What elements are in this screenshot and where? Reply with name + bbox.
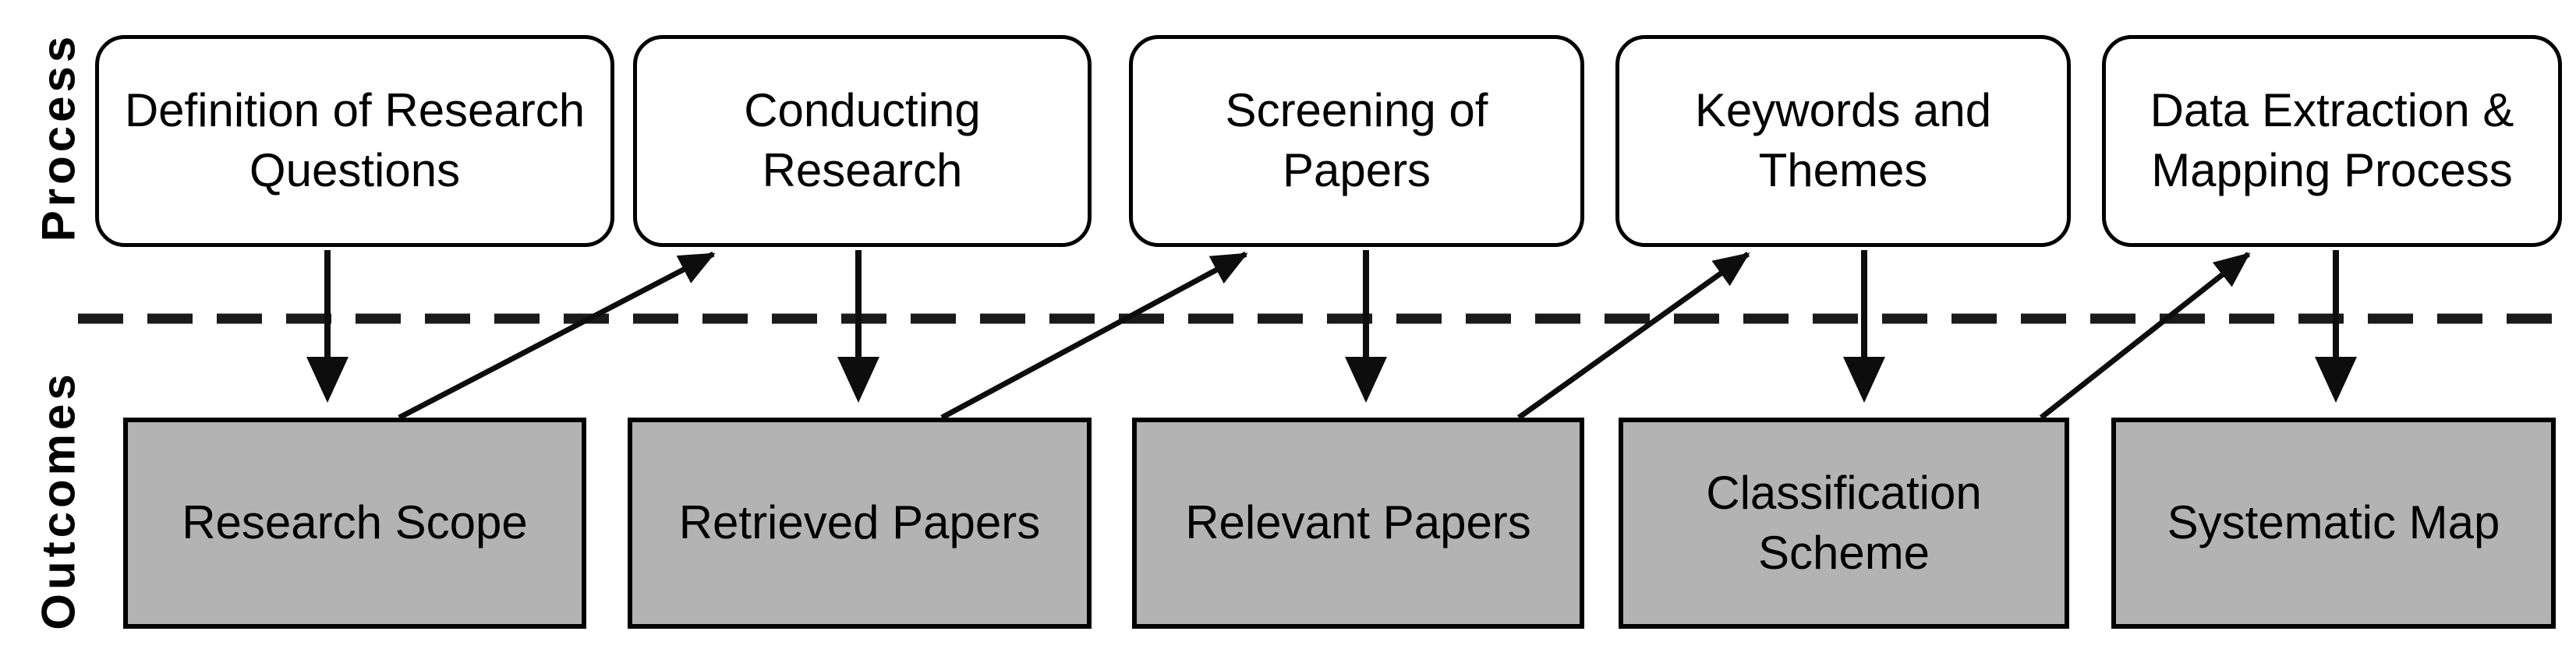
- outcome-box-label-line: Retrieved Papers: [678, 496, 1041, 549]
- outcome-box-label-line: Classification: [1706, 466, 1982, 519]
- outcome-box-systematic-map: Systematic Map: [2111, 418, 2556, 629]
- process-box-label-line: Mapping Process: [2151, 144, 2513, 196]
- diagonal-arrow-1: [398, 251, 716, 421]
- process-box-label-line: Screening of: [1225, 84, 1488, 137]
- process-box-label-line: Data Extraction &: [2150, 84, 2514, 137]
- outcome-box-classification-scheme: Classification Scheme: [1619, 418, 2069, 629]
- outcomes-axis-label: Outcomes: [32, 370, 85, 630]
- process-box-label-line: Questions: [249, 144, 461, 196]
- process-box-definition-of-research-questions: Definition of Research Questions: [95, 35, 614, 247]
- process-box-label-line: Definition of Research: [124, 84, 586, 137]
- process-box-screening-of-papers: Screening of Papers: [1129, 35, 1584, 247]
- process-box-label-line: Keywords and: [1694, 84, 1992, 137]
- down-arrow-1: [306, 250, 349, 403]
- outcome-box-relevant-papers: Relevant Papers: [1132, 418, 1584, 629]
- diagonal-arrow-2: [940, 251, 1248, 421]
- outcome-box-research-scope: Research Scope: [123, 418, 586, 629]
- process-box-label-line: Research: [762, 144, 963, 196]
- process-axis-label: Process: [32, 32, 85, 242]
- down-arrow-4: [1843, 250, 1885, 403]
- process-box-conducting-research: Conducting Research: [633, 35, 1092, 247]
- down-arrow-3: [1345, 250, 1387, 403]
- diagonal-arrow-4: [2039, 252, 2251, 420]
- outcome-box-label-line: Research Scope: [182, 496, 528, 549]
- process-box-keywords-and-themes: Keywords and Themes: [1615, 35, 2071, 247]
- process-box-label-line: Themes: [1758, 144, 1928, 196]
- outcome-box-label-line: Relevant Papers: [1185, 496, 1531, 549]
- diagonal-arrow-3: [1516, 252, 1750, 420]
- process-box-data-extraction-mapping-process: Data Extraction & Mapping Process: [2102, 35, 2562, 247]
- outcome-box-retrieved-papers: Retrieved Papers: [628, 418, 1092, 629]
- outcome-box-label-line: Scheme: [1757, 526, 1930, 579]
- down-arrow-5: [2315, 250, 2357, 403]
- process-box-label-line: Conducting: [744, 84, 981, 137]
- outcome-box-label-line: Systematic Map: [2167, 496, 2500, 549]
- down-arrow-2: [837, 250, 879, 403]
- process-box-label-line: Papers: [1282, 144, 1431, 196]
